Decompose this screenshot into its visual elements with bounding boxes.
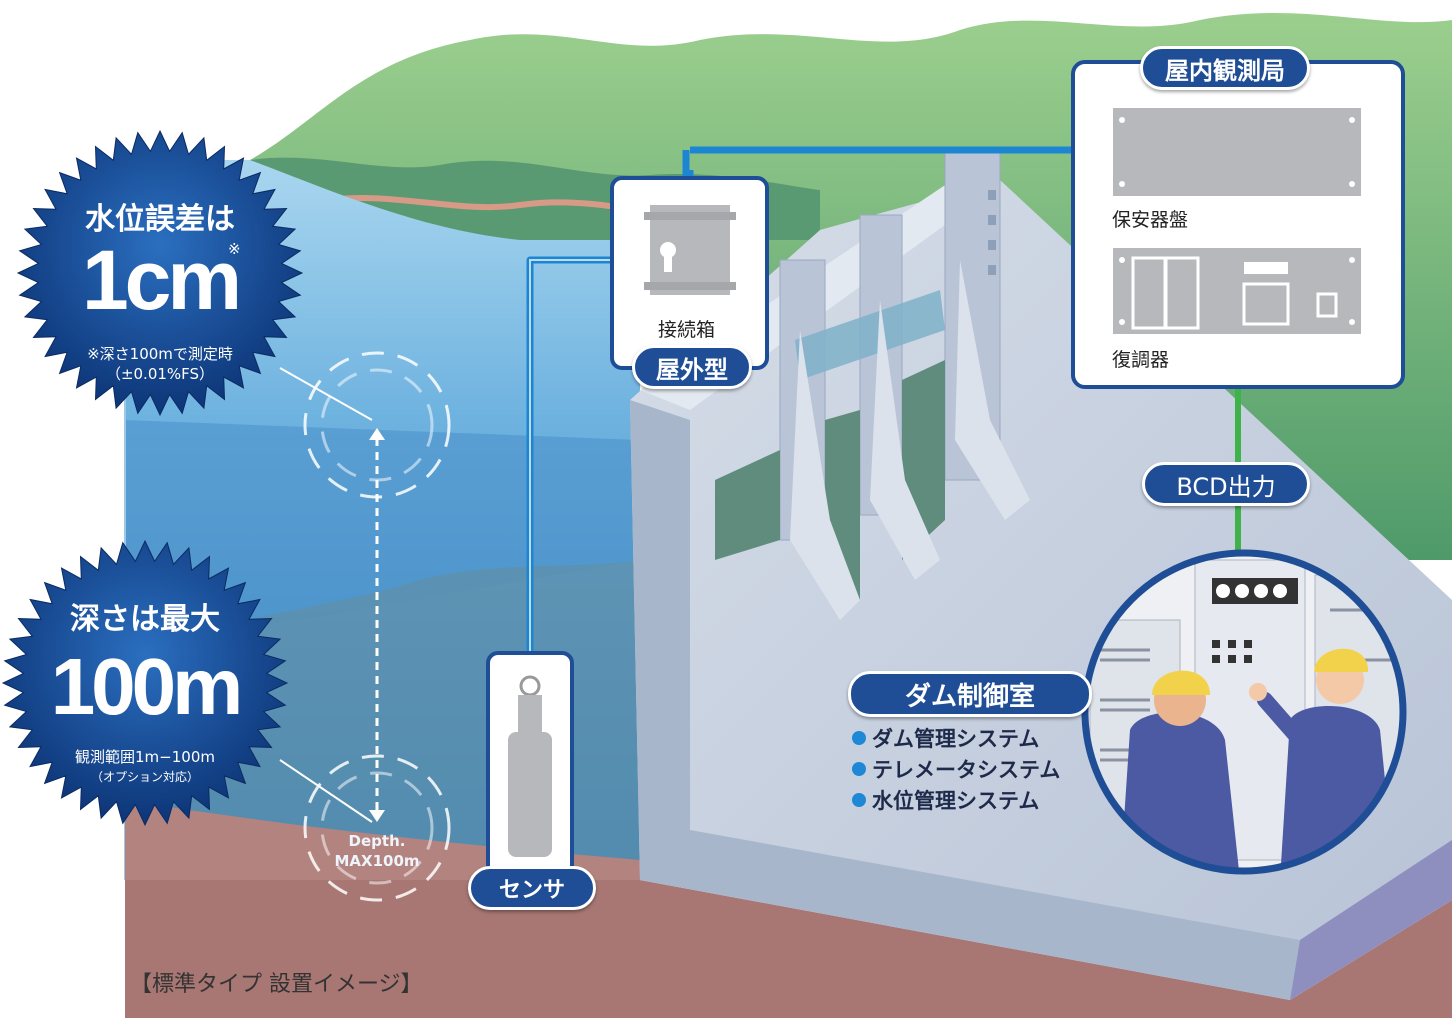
demodulator-panel-label: 復調器 bbox=[1112, 349, 1170, 371]
accuracy-badge-note1: ※深さ100mで測定時 bbox=[87, 345, 233, 363]
control-room-illustration bbox=[1086, 554, 1402, 870]
bullet-icon bbox=[852, 792, 866, 807]
system-list-item: ダム管理システム bbox=[852, 722, 1060, 753]
depth-badge-burst bbox=[1, 539, 289, 827]
depth-badge-note1: 観測範囲1m−100m bbox=[75, 748, 215, 766]
junction-box-type-label: 屋外型 bbox=[632, 345, 752, 389]
bullet-icon bbox=[852, 761, 866, 776]
indoor-station-title: 屋内観測局 bbox=[1140, 46, 1310, 90]
control-room-title: ダム制御室 bbox=[848, 671, 1092, 717]
sensor-body bbox=[508, 732, 552, 857]
bullet-icon bbox=[852, 730, 866, 745]
junction-box-label: 接続箱 bbox=[658, 319, 716, 341]
caption: 【標準タイプ 設置イメージ】 bbox=[130, 972, 423, 997]
accuracy-badge-title: 水位誤差は bbox=[85, 202, 235, 237]
accuracy-badge-burst bbox=[16, 129, 304, 417]
sensor-label: センサ bbox=[468, 866, 596, 910]
system-list-item: 水位管理システム bbox=[852, 784, 1060, 815]
protector-panel bbox=[1113, 108, 1361, 196]
accuracy-badge-note2: （±0.01%FS） bbox=[105, 365, 215, 383]
bcd-output-label: BCD出力 bbox=[1142, 462, 1310, 506]
depth-badge-title: 深さは最大 bbox=[70, 602, 220, 637]
accuracy-badge-mark: ※ bbox=[228, 240, 241, 258]
depth-badge-note2: （オプション対応） bbox=[90, 770, 199, 784]
system-list-item: テレメータシステム bbox=[852, 753, 1060, 784]
accuracy-badge-value: 1cm bbox=[81, 233, 242, 327]
control-room-system-list: ダム管理システム テレメータシステム 水位管理システム bbox=[852, 722, 1060, 815]
protector-panel-label: 保安器盤 bbox=[1112, 209, 1189, 231]
depth-badge-value: 100m bbox=[50, 642, 244, 731]
depth-marker-line1: Depth. bbox=[348, 832, 406, 850]
demodulator-panel bbox=[1113, 248, 1361, 334]
depth-marker-line2: MAX100m bbox=[334, 852, 420, 870]
